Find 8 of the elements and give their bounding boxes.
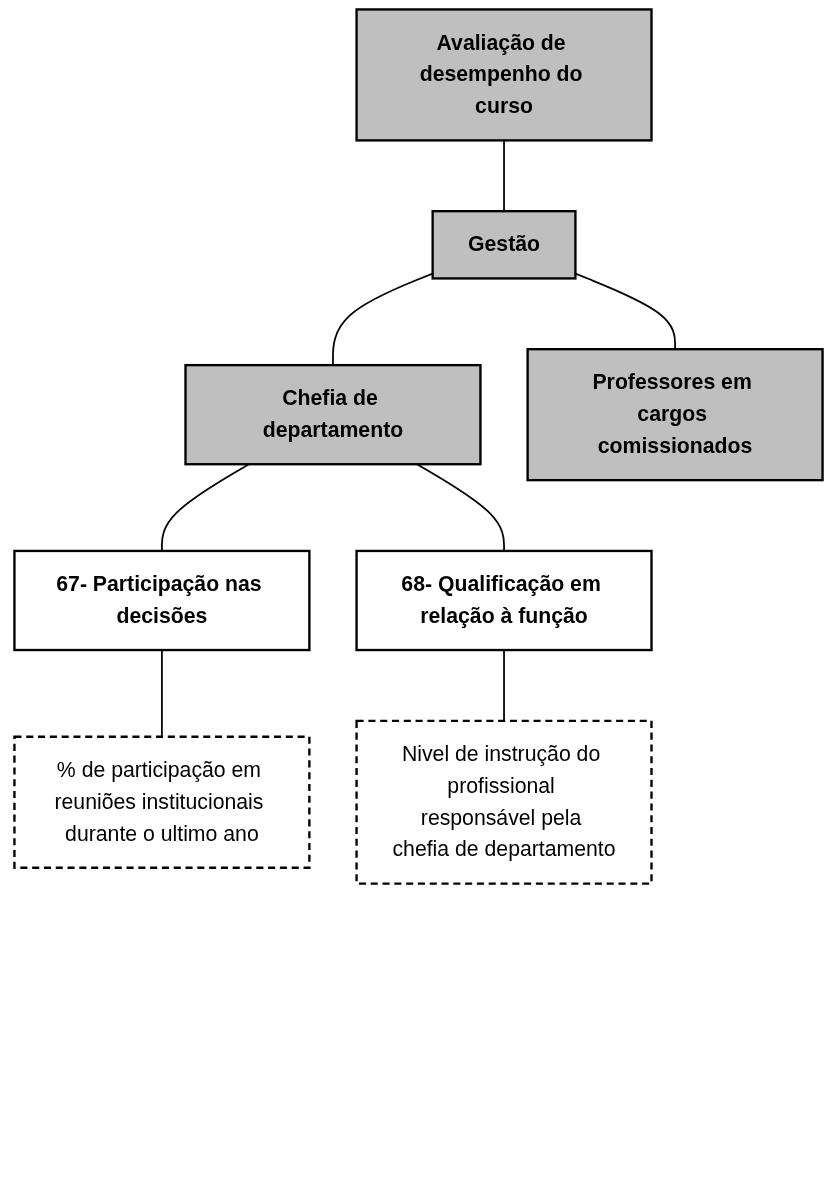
node-box: % de participação em reuniões institucionais durante o ultimo ano: [13, 735, 311, 869]
node-box: Chefia de departamento: [184, 363, 482, 466]
node-box: Gestão: [431, 210, 577, 280]
node-box: Nivel de instrução do profissional responsável pela chefia de departamento: [355, 719, 653, 885]
node-box: Avaliação de desempenho do curso: [355, 8, 653, 142]
node-box: Professores em cargos comissionados: [526, 348, 824, 482]
node-box: 68- Qualificação em relação à função: [355, 549, 653, 652]
node-box: 67- Participação nas decisões: [13, 549, 311, 652]
